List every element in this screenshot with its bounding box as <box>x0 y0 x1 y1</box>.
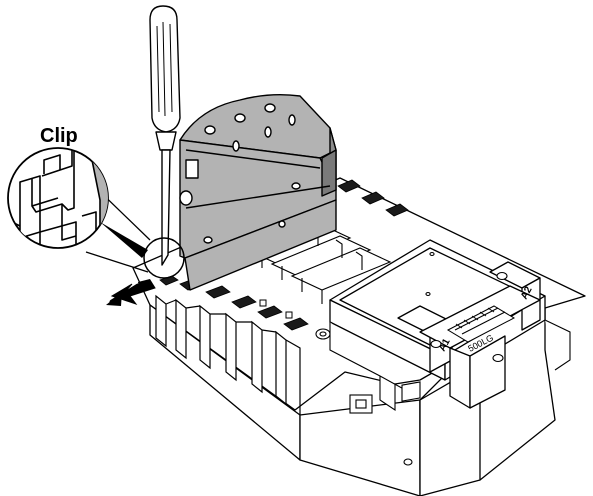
clip-callout-label: Clip <box>40 125 78 147</box>
terminal-a1-label: A1 <box>437 337 453 354</box>
auxiliary-contact-block <box>179 93 337 291</box>
housing-details <box>329 319 571 466</box>
contactor-screws <box>315 251 508 363</box>
terminal-a2-label: A2 <box>519 285 535 302</box>
rating-window <box>446 305 516 343</box>
arrow-icon <box>106 279 156 306</box>
rear-terminal-plates <box>337 179 409 217</box>
clip-detail-callout <box>7 147 109 249</box>
clip-focus-circle <box>143 237 185 279</box>
screwdriver-icon <box>149 5 181 266</box>
front-fins <box>155 294 301 415</box>
